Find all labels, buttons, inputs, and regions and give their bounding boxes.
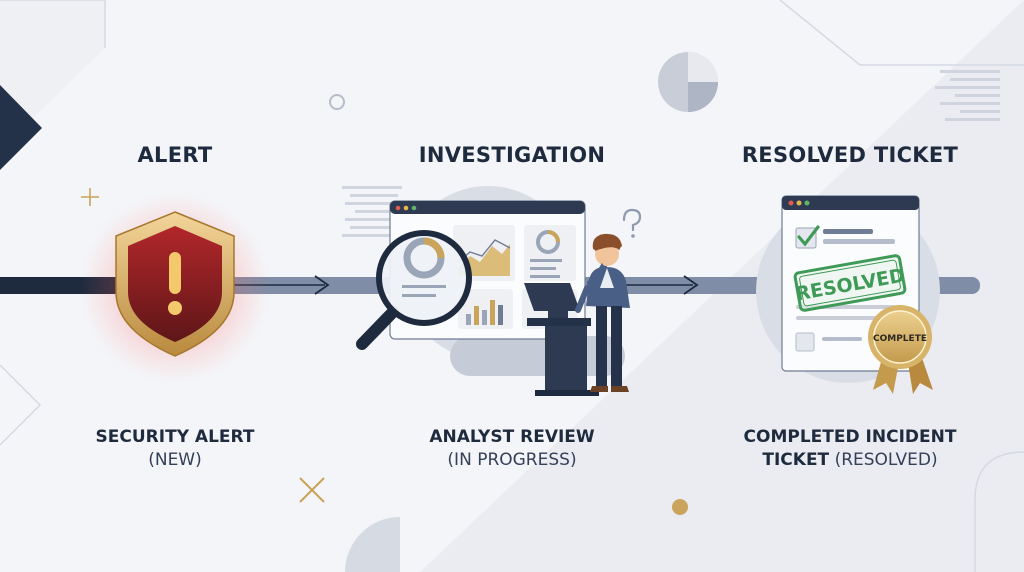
pie-decor-icon <box>658 52 718 112</box>
seal-text: COMPLETE <box>873 334 927 344</box>
status-text: (RESOLVED) <box>834 450 938 470</box>
analyst-person-icon <box>575 233 630 392</box>
complete-seal-icon: COMPLETE <box>868 305 933 394</box>
ring-decor <box>329 94 345 110</box>
stage-title-resolved: RESOLVED TICKET <box>741 143 959 167</box>
status-text: (NEW) <box>148 450 202 470</box>
magnifier-dashboard-analyst-icon <box>356 186 642 396</box>
resolved-ticket-icon: RESOLVED COMPLETE <box>756 195 940 394</box>
gold-dot-decor <box>672 499 688 515</box>
stage-desc-alert: SECURITY ALERT (NEW) <box>25 426 325 472</box>
desc-line: SECURITY ALERT <box>95 427 255 447</box>
stage-title-investigation: INVESTIGATION <box>418 143 606 167</box>
stage-title-alert: ALERT <box>137 143 213 167</box>
magnifying-glass-icon <box>356 230 472 350</box>
stage-desc-investigation: ANALYST REVIEW (IN PROGRESS) <box>362 426 662 472</box>
arrow-icon <box>314 275 330 295</box>
shield-alert-icon <box>80 193 270 383</box>
quarter-circle-decor <box>345 517 400 572</box>
analyst-workstation <box>524 283 599 396</box>
cross-decor-icon <box>299 477 325 503</box>
sparkle-icon <box>81 188 99 206</box>
desc-line: ANALYST REVIEW <box>429 427 595 447</box>
code-texture-decor <box>342 70 1000 237</box>
desc-line: COMPLETED INCIDENT <box>743 427 957 447</box>
arrow-icon <box>683 275 699 295</box>
stage-desc-resolved: COMPLETED INCIDENT TICKET (RESOLVED) <box>700 426 1000 472</box>
desc-line-main: TICKET <box>762 450 830 470</box>
question-mark-icon <box>622 208 642 238</box>
corner-triangle-shape <box>0 85 42 170</box>
status-text: (IN PROGRESS) <box>447 450 577 470</box>
